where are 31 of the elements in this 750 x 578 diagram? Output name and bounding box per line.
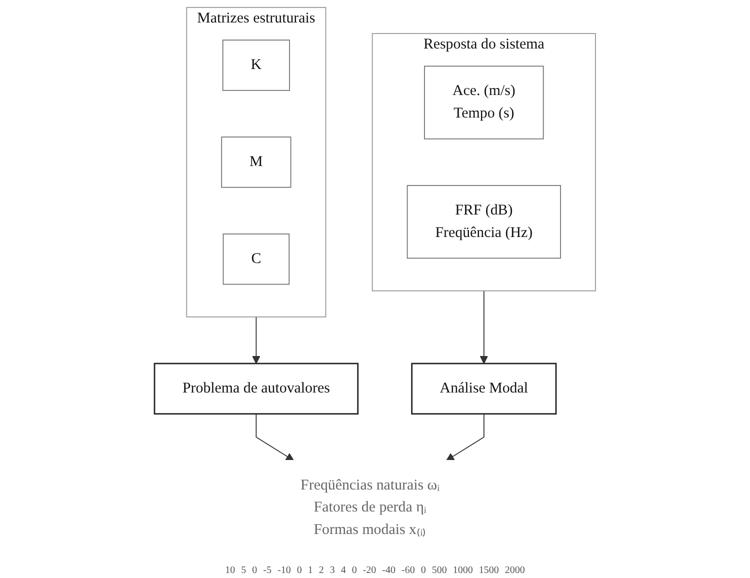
node-text: Freqüências naturais ωᵢ Fatores de perda ηᵢ Formas modais x₍ᵢ₎ [300,477,440,538]
arrow [480,290,488,364]
node-box: Análise Modal [411,362,557,415]
node-box: Ace. (m/s) Tempo (s) [424,66,544,140]
tick-label: 0 [252,565,258,576]
arrow [252,316,260,364]
tick-label: -60 [402,565,415,576]
node-box: C [222,234,290,285]
tick-label: -20 [362,565,376,576]
arrow [446,413,484,461]
tick-label: 0 [352,565,357,576]
node-box: M [221,136,292,188]
tick-label: 2 [318,565,324,576]
arrow [256,413,294,461]
tick-label: 500 [432,565,447,576]
tick-label: 4 [340,565,346,576]
tick-label: 1 [308,565,313,576]
tick-label: 1500 [478,565,499,576]
node-box: Problema de autovalores [154,362,359,415]
tick-label: 10 [225,565,236,576]
tick-label: 5 [241,565,246,576]
tick-label: 0 [420,565,426,576]
tick-label: 1000 [452,565,473,576]
tick-label: 0 [296,565,302,576]
node-box: FRF (dB) Freqüência (Hz) [406,185,561,259]
tick-label: -5 [263,565,272,576]
tick-label: 2000 [504,565,525,576]
tick-label: -10 [277,565,291,576]
node-box: K [222,40,290,91]
tick-label: 3 [330,565,335,576]
tick-label: -40 [382,565,396,576]
